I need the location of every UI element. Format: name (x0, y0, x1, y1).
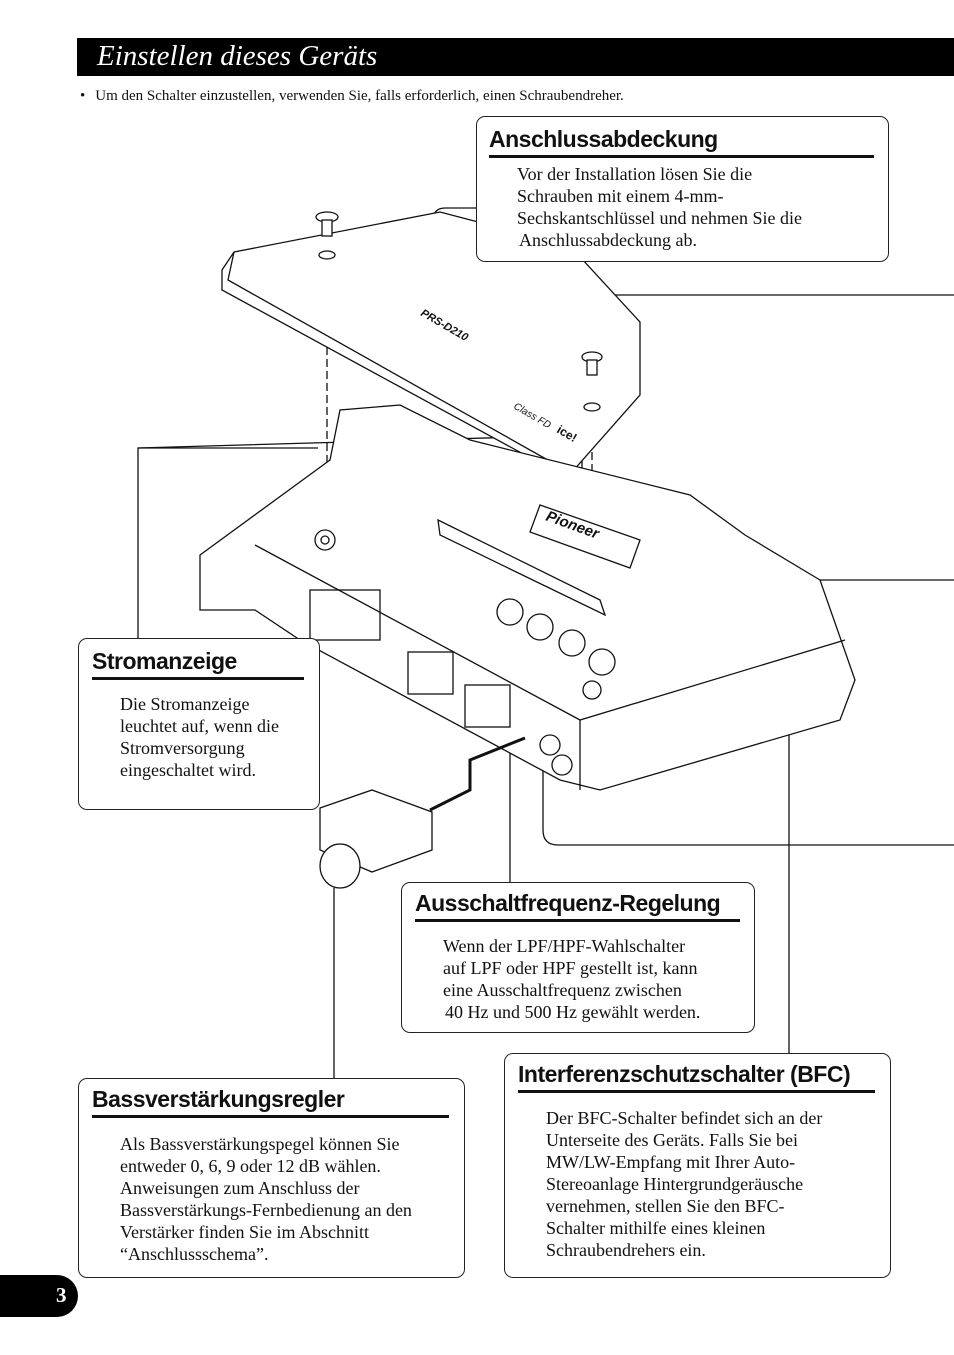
callout-heading: Bassverstärkungsregler (92, 1085, 449, 1118)
bass-switch (588, 648, 616, 676)
callout-heading: Stromanzeige (92, 647, 304, 680)
callout-bfc: Interferenzschutzschalter (BFC) Der BFC-… (504, 1053, 891, 1278)
callout-line: eingeschaltet wird. (120, 760, 256, 780)
callout-power: Stromanzeige Die Stromanzeige leuchtet a… (78, 638, 320, 810)
power-indicator (320, 535, 330, 545)
screw-icon (315, 211, 339, 260)
rca-input (539, 734, 561, 756)
leader-bfc-bottom (542, 650, 954, 846)
gain-knob (496, 598, 524, 626)
callout-line: Verstärker finden Sie im Abschnitt (120, 1222, 369, 1242)
callout-line: Schrauben mit einem 4-mm- (517, 186, 724, 206)
callout-line: MW/LW-Empfang mit Ihrer Auto- (546, 1152, 796, 1172)
remote-cable (429, 736, 526, 812)
brand-plate (529, 504, 641, 569)
callout-line: auf LPF oder HPF gestellt ist, kann (443, 958, 698, 978)
title-bar: Einstellen dieses Geräts (77, 38, 954, 76)
callout-line: Der BFC-Schalter befindet sich an der (546, 1108, 823, 1128)
callout-line: Die Stromanzeige (120, 694, 250, 714)
terminal-cover (221, 211, 641, 475)
screw-icon (581, 351, 603, 412)
callout-line: Schalter mithilfe eines kleinen (546, 1218, 766, 1238)
callout-line: Anschlussabdeckung ab. (519, 230, 697, 250)
callout-line: Stromversorgung (120, 738, 245, 758)
amplifier-body (199, 404, 856, 791)
indicator-ring (314, 529, 336, 551)
callout-cutoff: Ausschaltfrequenz-Regelung Wenn der LPF/… (401, 882, 755, 1033)
speaker-terminal-b (464, 684, 511, 728)
page-title: Einstellen dieses Geräts (97, 40, 378, 72)
speaker-terminal-a (407, 651, 454, 695)
heatsink-slot (437, 518, 607, 617)
callout-line: Schraubendrehers ein. (546, 1240, 706, 1260)
cutoff-knob (558, 629, 586, 657)
page-number-tab: 3 (0, 1275, 78, 1317)
callout-line: Wenn der LPF/HPF-Wahlschalter (443, 936, 686, 956)
callout-line: Sechskantschlüssel und nehmen Sie die (517, 208, 802, 228)
callout-line: “Anschlussschema”. (120, 1244, 269, 1264)
power-terminal-block (309, 589, 381, 641)
callout-line: Anweisungen zum Anschluss der (120, 1178, 360, 1198)
callout-heading: Ausschaltfrequenz-Regelung (415, 889, 740, 922)
callout-line: 40 Hz und 500 Hz gewählt werden. (445, 1002, 701, 1022)
callout-line: eine Ausschaltfrequenz zwischen (443, 980, 682, 1000)
callout-line: Bassverstärkungs-Fernbedienung an den (120, 1200, 412, 1220)
bullet: • (80, 88, 86, 104)
callout-cover: Anschlussabdeckung Vor der Installation … (476, 116, 889, 262)
callout-bass: Bassverstärkungsregler Als Bassverstärku… (78, 1078, 465, 1278)
callout-heading: Interferenzschutzschalter (BFC) (518, 1060, 875, 1093)
callout-line: Stereoanlage Hintergrundgeräusche (546, 1174, 804, 1194)
intro-note: • Um den Schalter einzustellen, verwenden… (80, 88, 624, 105)
cover-edge (227, 251, 563, 469)
callout-line: leuchtet auf, wenn die (120, 716, 279, 736)
intro-text: Um den Schalter einzustellen, verwenden … (95, 88, 624, 104)
filter-switch (526, 613, 554, 641)
callout-heading: Anschlussabdeckung (489, 125, 874, 158)
bfc-screw (582, 680, 602, 700)
callout-line: Vor der Installation lösen Sie die (517, 164, 753, 184)
bass-boost-knob (319, 843, 361, 889)
callout-line: Unterseite des Geräts. Falls Sie bei (546, 1130, 798, 1150)
callout-line: Als Bassverstärkungspegel können Sie (120, 1134, 400, 1154)
callout-line: vernehmen, stellen Sie den BFC- (546, 1196, 785, 1216)
callout-line: entweder 0, 6, 9 oder 12 dB wählen. (120, 1156, 381, 1176)
rca-input (551, 754, 573, 776)
page-number: 3 (56, 1283, 67, 1307)
